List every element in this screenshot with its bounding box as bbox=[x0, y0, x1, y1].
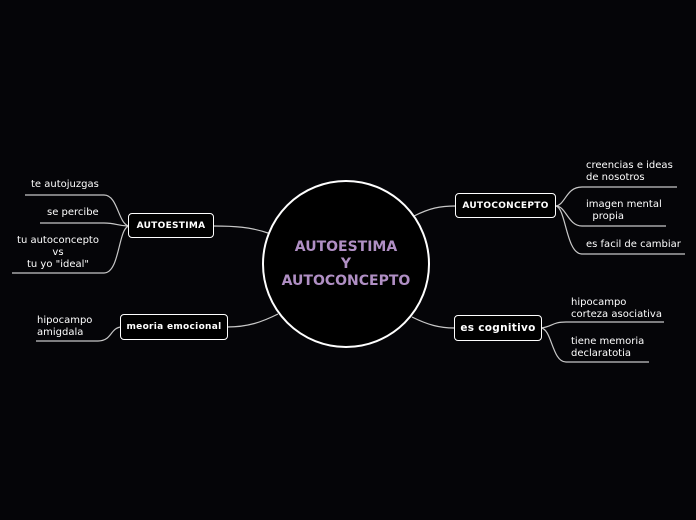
link-center-memoria bbox=[226, 313, 279, 328]
link-leaf-memoria-declarativa bbox=[540, 327, 649, 363]
link-leaf-autojuzgas bbox=[25, 194, 130, 227]
branch-es-cognitivo[interactable]: es cognitivo bbox=[454, 315, 542, 341]
branch-memoria-emocional[interactable]: meoria emocional bbox=[120, 314, 228, 340]
link-center-cognitivo bbox=[411, 316, 455, 329]
central-topic[interactable]: AUTOESTIMA Y AUTOCONCEPTO bbox=[262, 180, 430, 348]
link-leaf-creencias bbox=[555, 186, 677, 207]
link-leaf-percibe bbox=[40, 222, 130, 227]
branch-autoconcepto-label: AUTOCONCEPTO bbox=[462, 200, 549, 211]
link-center-autoconcepto bbox=[413, 205, 457, 217]
link-center-autoestima bbox=[212, 225, 269, 234]
branch-autoestima-label: AUTOESTIMA bbox=[136, 220, 206, 231]
link-leaf-facil bbox=[555, 205, 685, 255]
branch-autoestima[interactable]: AUTOESTIMA bbox=[128, 213, 214, 238]
leaf-tu-autoconcepto-vs-ideal[interactable]: tu autoconcepto vs tu yo "ideal" bbox=[17, 235, 99, 270]
central-topic-line-1: AUTOESTIMA bbox=[294, 238, 398, 255]
leaf-imagen-mental-propia[interactable]: imagen mental propia bbox=[586, 199, 662, 222]
central-topic-line-2: Y bbox=[340, 255, 352, 272]
central-topic-line-3: AUTOCONCEPTO bbox=[281, 272, 411, 289]
link-leaf-imagen bbox=[555, 205, 666, 227]
branch-memoria-label: meoria emocional bbox=[126, 322, 222, 332]
link-leaf-autoconcepto-ideal bbox=[12, 225, 130, 274]
leaf-se-percibe[interactable]: se percibe bbox=[47, 207, 99, 218]
leaf-creencias-e-ideas[interactable]: creencias e ideas de nosotros bbox=[586, 160, 673, 183]
leaf-hipocampo-corteza-asociativa[interactable]: hipocampo corteza asociativa bbox=[571, 297, 662, 320]
leaf-tiene-memoria-declaratotia[interactable]: tiene memoria declaratotia bbox=[571, 336, 645, 359]
leaf-es-facil-de-cambiar[interactable]: es facil de cambiar bbox=[586, 239, 681, 250]
branch-cognitivo-label: es cognitivo bbox=[460, 322, 536, 334]
link-leaf-hipocampo-amigdala bbox=[36, 326, 122, 342]
leaf-te-autojuzgas[interactable]: te autojuzgas bbox=[31, 179, 99, 190]
leaf-hipocampo-amigdala[interactable]: hipocampo amigdala bbox=[37, 315, 93, 338]
branch-autoconcepto[interactable]: AUTOCONCEPTO bbox=[455, 193, 556, 218]
link-leaf-corteza bbox=[540, 321, 664, 329]
